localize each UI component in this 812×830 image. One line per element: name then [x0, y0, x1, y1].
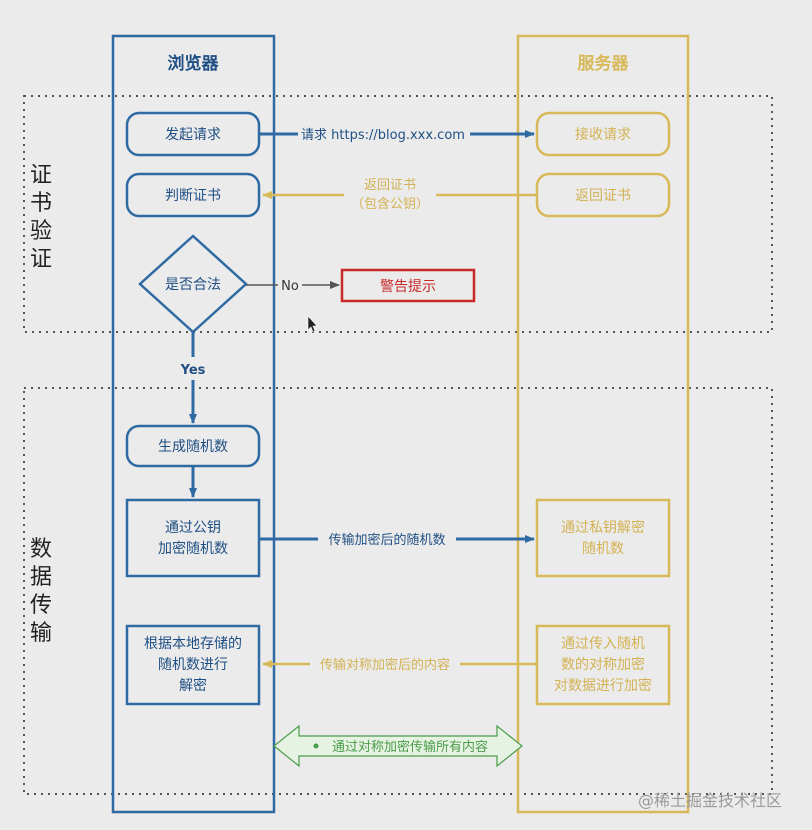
- return-cert-arrow-line: 返回证书: [364, 178, 416, 193]
- request-arrow-label: 请求 https://blog.xxx.com: [301, 128, 465, 143]
- decrypt-private-line: 随机数: [582, 541, 624, 557]
- encrypt-public-line: 通过公钥: [165, 520, 221, 536]
- cert-label-char: 验: [30, 219, 52, 244]
- is-valid-decision: 是否合法: [138, 234, 248, 334]
- cert-verification-section: [23, 95, 773, 333]
- mouse-cursor-icon: [307, 315, 318, 333]
- no-arrow-label: No: [281, 279, 299, 294]
- encrypt-symmetric-node: 通过传入随机 数的对称加密 对数据进行加密: [535, 624, 671, 706]
- data-label-char: 数: [30, 537, 52, 562]
- gen-random-node: 生成随机数: [125, 424, 261, 468]
- cert-label-char: 证: [30, 163, 52, 188]
- send-request-node: 发起请求: [125, 111, 261, 157]
- decrypt-local-line: 解密: [179, 677, 207, 694]
- data-label-char: 据: [30, 565, 52, 590]
- send-symmetric-arrow-label: 传输对称加密后的内容: [320, 657, 450, 673]
- data-section-label: 数 据 传 输: [30, 537, 52, 646]
- receive-request-label: 接收请求: [575, 126, 631, 143]
- browser-lane: [111, 34, 276, 814]
- is-valid-label: 是否合法: [165, 277, 221, 293]
- return-cert-arrow: 返回证书 （包含公钥）: [262, 178, 536, 212]
- cert-label-char: 证: [30, 247, 52, 272]
- warning-label: 警告提示: [380, 279, 436, 295]
- send-request-label: 发起请求: [165, 127, 221, 143]
- yes-arrow-label: Yes: [180, 363, 206, 378]
- decrypt-private-node: 通过私钥解密 随机数: [535, 498, 671, 578]
- cert-section-label: 证 书 验 证: [30, 163, 52, 272]
- send-encrypted-arrow-label: 传输加密后的随机数: [328, 532, 445, 548]
- encrypt-symmetric-line: 通过传入随机: [561, 636, 645, 652]
- cert-label-char: 书: [30, 191, 52, 216]
- decrypt-local-node: 根据本地存储的 随机数进行 解密: [125, 624, 261, 706]
- send-symmetric-arrow: 传输对称加密后的内容: [262, 657, 536, 673]
- decrypt-private-line: 通过私钥解密: [561, 519, 645, 536]
- bullet-dot-icon: [313, 743, 319, 749]
- all-content-double-arrow: 通过对称加密传输所有内容: [273, 724, 523, 768]
- send-encrypted-arrow: 传输加密后的随机数: [260, 532, 535, 548]
- browser-lane-title: 浏览器: [168, 53, 220, 74]
- decrypt-local-line: 根据本地存储的: [144, 636, 242, 652]
- receive-request-node: 接收请求: [535, 111, 671, 157]
- data-transfer-section: [23, 387, 773, 795]
- encrypt-symmetric-line: 数的对称加密: [561, 656, 645, 673]
- server-lane: [516, 34, 690, 814]
- encrypt-symmetric-line: 对数据进行加密: [554, 677, 652, 694]
- server-lane-title: 服务器: [578, 53, 630, 74]
- watermark-text: @稀土掘金技术社区: [638, 791, 782, 810]
- encrypt-public-line: 加密随机数: [158, 540, 228, 557]
- return-cert-node: 返回证书: [535, 172, 671, 218]
- data-label-char: 输: [30, 621, 52, 646]
- judge-cert-node: 判断证书: [125, 172, 261, 218]
- all-content-label: 通过对称加密传输所有内容: [332, 739, 488, 755]
- judge-cert-label: 判断证书: [165, 188, 221, 204]
- no-arrow: No: [246, 279, 340, 294]
- return-cert-arrow-line: （包含公钥）: [351, 196, 429, 212]
- gen-random-label: 生成随机数: [158, 439, 228, 455]
- decrypt-local-line: 随机数进行: [158, 657, 228, 673]
- warning-node: 警告提示: [340, 268, 476, 303]
- return-cert-label: 返回证书: [575, 188, 631, 204]
- data-label-char: 传: [30, 593, 52, 618]
- yes-arrow: Yes: [180, 332, 206, 424]
- request-arrow: 请求 https://blog.xxx.com: [260, 128, 535, 143]
- encrypt-public-node: 通过公钥 加密随机数: [125, 498, 261, 578]
